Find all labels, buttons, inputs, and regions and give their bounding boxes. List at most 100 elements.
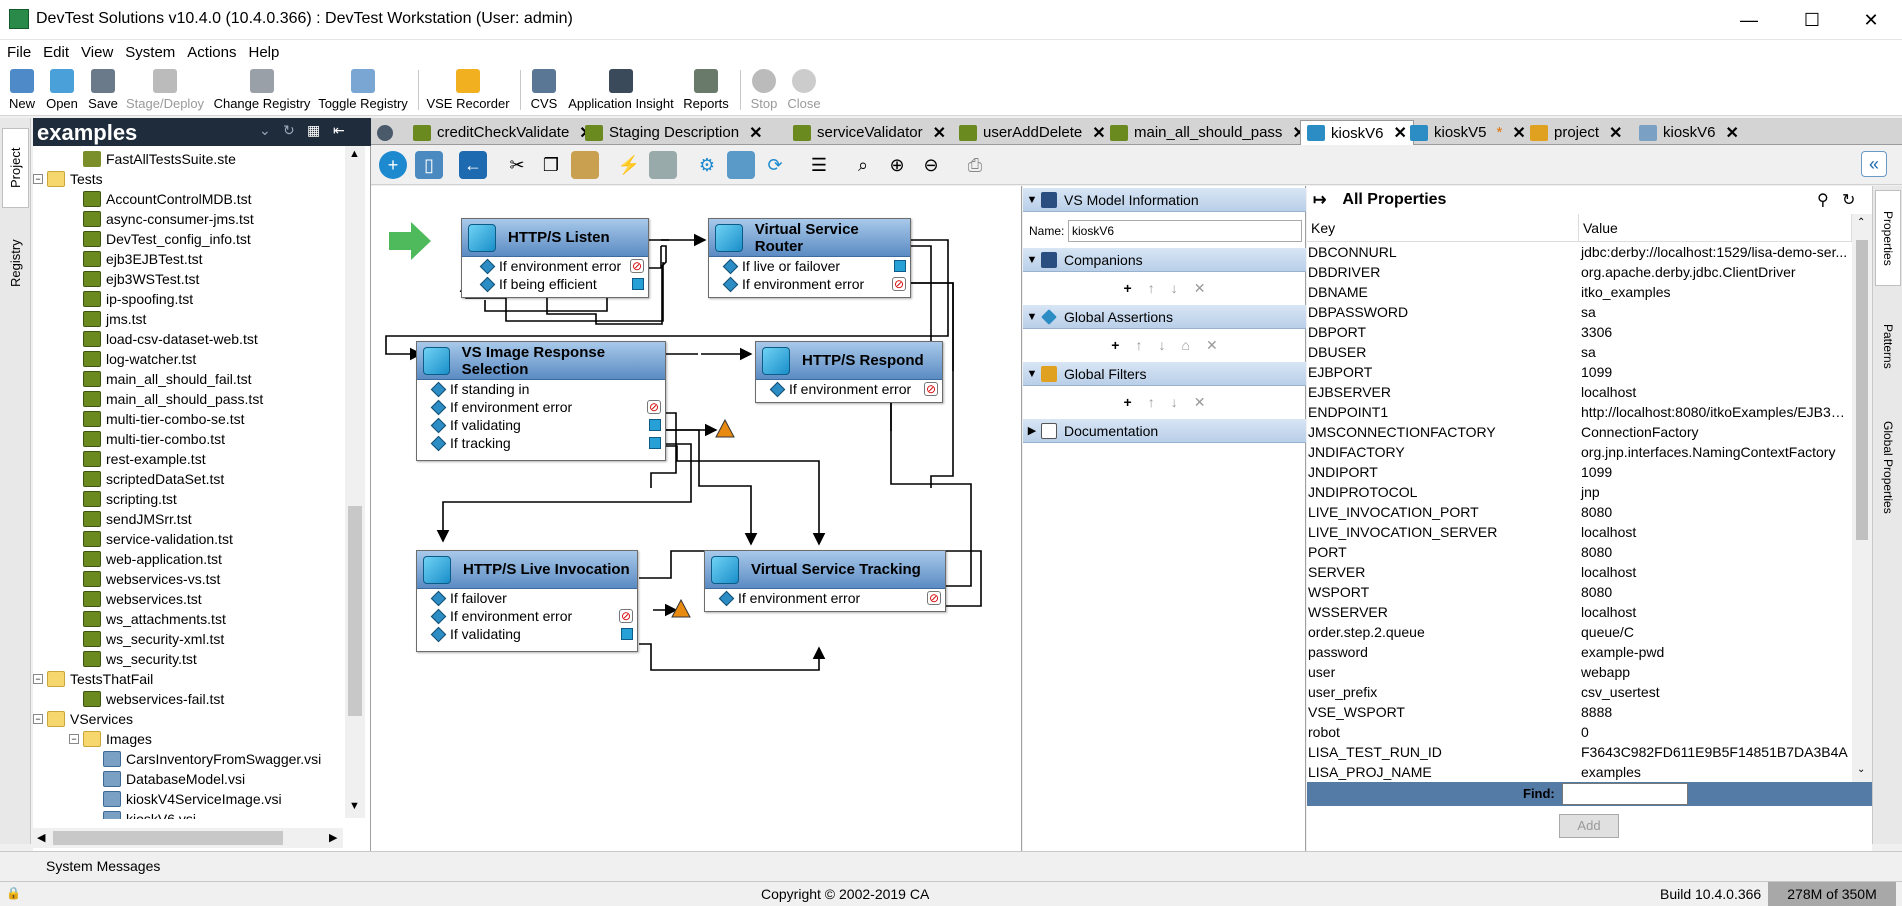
move-down-icon[interactable]: ↓ <box>1170 394 1178 410</box>
tree-item[interactable]: sendJMSrr.tst <box>69 509 192 529</box>
tree-item[interactable]: webservices.tst <box>69 589 202 609</box>
tree-toggle-icon[interactable]: − <box>33 714 43 724</box>
move-up-icon[interactable]: ↑ <box>1147 394 1155 410</box>
tree-item[interactable]: async-consumer-jms.tst <box>69 209 254 229</box>
tab-servicevalidator[interactable]: serviceValidator✕ <box>787 120 952 145</box>
node-branch[interactable]: If validating <box>417 625 637 643</box>
scrollbar-thumb[interactable] <box>1856 240 1868 540</box>
tree-toggle-icon[interactable]: − <box>69 734 79 744</box>
tab-properties[interactable]: Properties <box>1875 190 1901 286</box>
reports-button[interactable]: Reports <box>682 64 730 116</box>
add-icon[interactable]: + <box>1123 280 1132 296</box>
tab-creditcheckvalidate[interactable]: creditCheckValidate✕ <box>407 120 599 145</box>
system-messages-tab[interactable]: System Messages <box>46 858 161 874</box>
remove-icon[interactable]: ✕ <box>1193 279 1206 296</box>
tab-kioskv5[interactable]: kioskV5*✕ <box>1404 120 1532 145</box>
node-branch[interactable]: If live or failover <box>709 257 910 275</box>
node-virtual-service-router[interactable]: Virtual Service Router If live or failov… <box>708 218 911 298</box>
close-tab-icon[interactable]: ✕ <box>1512 124 1526 142</box>
tree-item[interactable]: web-application.tst <box>69 549 222 569</box>
tree-item[interactable]: ejb3EJBTest.tst <box>69 249 203 269</box>
tree-item[interactable]: ip-spoofing.tst <box>69 289 193 309</box>
tab-kioskv6-image[interactable]: kioskV6✕ <box>1633 120 1745 145</box>
tree-horizontal-scrollbar[interactable]: ◀ ▶ <box>33 828 343 848</box>
node-branch[interactable]: If validating <box>417 416 665 434</box>
scroll-right-icon[interactable]: ▶ <box>329 832 338 844</box>
tree-item[interactable]: log-watcher.tst <box>69 349 196 369</box>
menu-edit[interactable]: Edit <box>43 44 70 61</box>
save-button[interactable]: Save <box>86 64 120 116</box>
node-virtual-service-tracking[interactable]: Virtual Service Tracking If environment … <box>704 550 946 612</box>
zoom-out-icon[interactable]: ⊖ <box>923 154 939 175</box>
tab-registry[interactable]: Registry <box>8 239 23 287</box>
scroll-up-icon[interactable]: ⌃ <box>1857 217 1866 228</box>
tab-patterns[interactable]: Patterns <box>1881 323 1895 369</box>
copy-icon[interactable]: ❐ <box>542 154 560 175</box>
back-icon[interactable]: ⇤ <box>333 122 345 138</box>
rotate-icon[interactable]: ⟳ <box>767 154 783 175</box>
node-vs-image-response-selection[interactable]: VS Image Response Selection If standing … <box>416 341 666 461</box>
node-branch[interactable]: If environment error⊘ <box>705 589 945 607</box>
edit-icon[interactable]: ⌂ <box>1181 337 1190 353</box>
menu-file[interactable]: File <box>7 44 32 61</box>
scroll-down-icon[interactable]: ⌄ <box>1857 764 1866 775</box>
tree-toggle-icon[interactable]: − <box>33 674 43 684</box>
maximize-button[interactable]: ☐ <box>1803 9 1821 30</box>
tree-item[interactable]: ws_security.tst <box>69 649 197 669</box>
lightning-icon[interactable]: ⚡ <box>617 154 641 175</box>
move-down-icon[interactable]: ↓ <box>1158 337 1166 353</box>
list-icon[interactable]: ☰ <box>810 154 828 175</box>
refresh-icon[interactable]: ↻ <box>283 122 295 138</box>
toggle-registry-button[interactable]: Toggle Registry <box>316 64 410 116</box>
settings-icon[interactable]: ⚙ <box>698 154 716 175</box>
scroll-left-icon[interactable]: ◀ <box>37 832 46 844</box>
minimize-button[interactable]: — <box>1740 9 1758 30</box>
tree-toggle-icon[interactable]: − <box>33 174 43 184</box>
model-icon[interactable] <box>727 151 755 179</box>
menu-actions[interactable]: Actions <box>187 44 237 61</box>
tree-item[interactable]: ws_security-xml.tst <box>69 629 224 649</box>
node-branch[interactable]: If environment error⊘ <box>417 398 665 416</box>
cvs-button[interactable]: CVS <box>528 64 560 116</box>
open-button[interactable]: Open <box>44 64 80 116</box>
layout-icon[interactable]: ▦ <box>307 122 321 138</box>
tree-item[interactable]: load-csv-dataset-web.tst <box>69 329 258 349</box>
tab-project[interactable]: Project <box>2 128 29 208</box>
section-global-filters[interactable]: ▼Global Filters <box>1023 362 1306 386</box>
add-icon[interactable]: + <box>1123 394 1132 410</box>
close-tab-icon[interactable]: ✕ <box>749 124 763 142</box>
move-up-icon[interactable]: ↑ <box>1147 280 1155 296</box>
tree-folder[interactable]: −Images <box>69 729 152 749</box>
tab-home[interactable] <box>371 120 405 145</box>
node-branch[interactable]: If failover <box>417 589 637 607</box>
remove-icon[interactable]: ✕ <box>1205 336 1218 353</box>
close-tab-icon[interactable]: ✕ <box>1725 124 1739 142</box>
node-branch[interactable]: If environment error⊘ <box>417 607 637 625</box>
zoom-in-icon[interactable]: ⊕ <box>889 154 905 175</box>
refresh-icon[interactable]: ↻ <box>1842 192 1856 209</box>
tab-kioskv6[interactable]: kioskV6✕ <box>1300 120 1414 145</box>
section-global-assertions[interactable]: ▼Global Assertions <box>1023 305 1306 329</box>
find-input[interactable] <box>1562 783 1688 805</box>
node-https-live-invocation[interactable]: HTTP/S Live Invocation If failover If en… <box>416 550 638 652</box>
close-tab-icon[interactable]: ✕ <box>1092 124 1106 142</box>
add-icon[interactable]: + <box>1111 337 1120 353</box>
tree-folder[interactable]: −VServices <box>33 709 133 729</box>
